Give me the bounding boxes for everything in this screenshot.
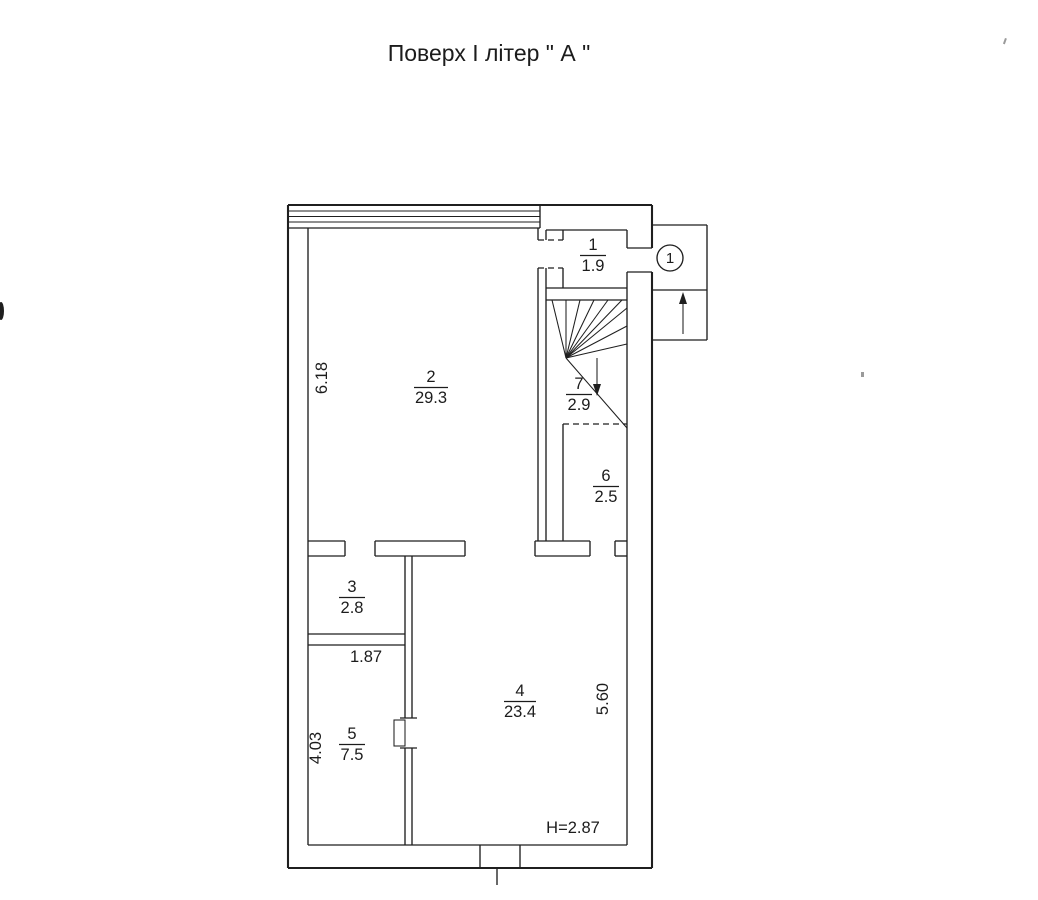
room-6-area: 2.5: [595, 488, 618, 506]
stair-direction-arrow-down: [593, 358, 601, 396]
room-3-area: 2.8: [341, 599, 364, 617]
room5-depth-dim: 4.03: [307, 732, 325, 764]
outer-walls: [286, 203, 654, 870]
page-title: Поверх І літер " А ": [388, 40, 591, 66]
room-5-number: 5: [347, 725, 356, 743]
room-7-number: 7: [574, 375, 583, 393]
room-2-number: 2: [426, 368, 435, 386]
room-3-number: 3: [347, 578, 356, 596]
room-1-number: 1: [588, 236, 597, 254]
room-1-label: 1 1.9: [580, 236, 606, 275]
room-6-number: 6: [601, 467, 610, 485]
room-4-number: 4: [515, 682, 524, 700]
ceiling-height-label: Н=2.87: [546, 819, 600, 837]
room-4-area: 23.4: [504, 703, 536, 721]
room-6-label: 6 2.5: [593, 467, 619, 506]
room-4-label: 4 23.4: [504, 682, 536, 721]
partition-walls: [308, 228, 627, 885]
entrance-porch: 1: [652, 224, 708, 341]
room4-depth-dim: 5.60: [594, 683, 612, 715]
room-5-label: 5 7.5: [339, 725, 365, 764]
room-5-area: 7.5: [341, 746, 364, 764]
room2-depth-dim: 6.18: [313, 362, 331, 394]
room-3-label: 3 2.8: [339, 578, 365, 617]
exterior-wall-inner-lines: [288, 205, 652, 846]
room-7-label: 7 2.9: [566, 375, 592, 414]
entrance-number-circle: [656, 244, 684, 272]
room-2-area: 29.3: [415, 389, 447, 407]
entrance-arrow-up: [679, 292, 687, 334]
room-1-area: 1.9: [582, 257, 605, 275]
entrance-number-label: 1: [666, 250, 674, 267]
dimension-labels: 6.18 1.87 4.03 5.60 Н=2.87: [307, 362, 612, 837]
room5-width-dim: 1.87: [350, 648, 382, 666]
scan-artifacts: [0, 38, 1007, 377]
room-7-area: 2.9: [568, 396, 591, 414]
room-2-label: 2 29.3: [414, 368, 448, 407]
wall-hatching: [288, 210, 540, 223]
staircase: [551, 299, 628, 429]
door-leaf-mark: [393, 719, 406, 747]
room1-door-opening: [538, 239, 563, 269]
